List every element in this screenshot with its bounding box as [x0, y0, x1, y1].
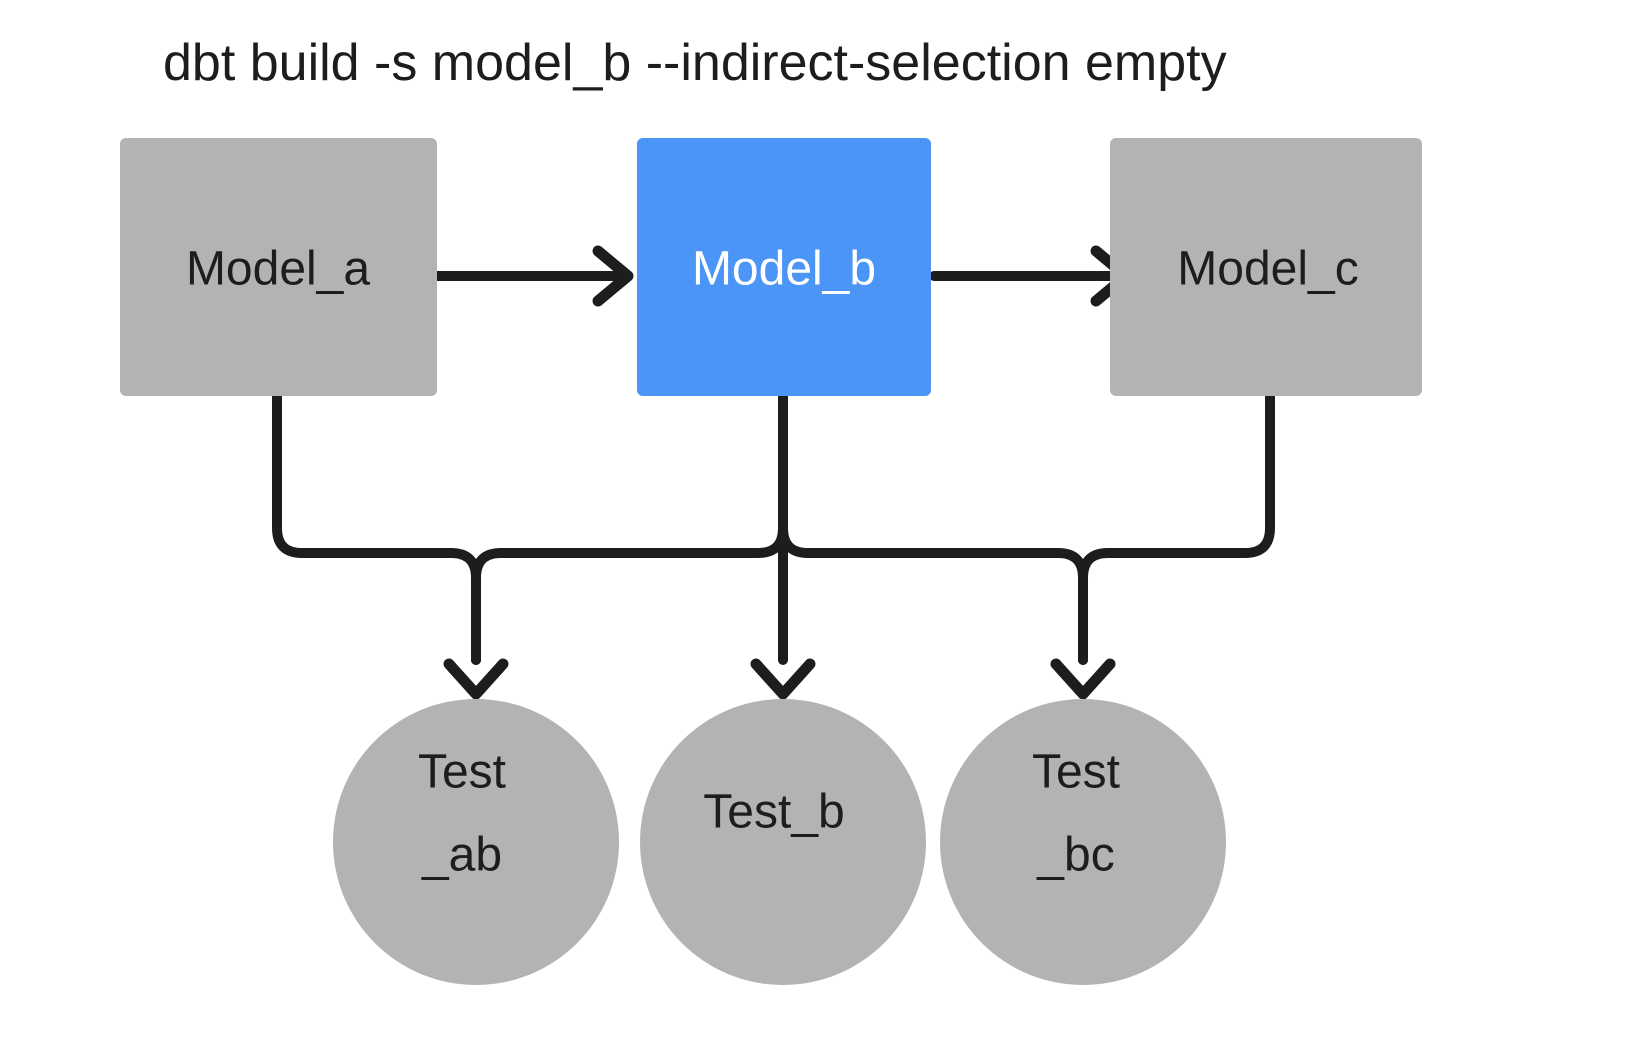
edge-model-b-to-test-ab	[471, 523, 788, 665]
arrowhead-test-bc	[1050, 658, 1116, 700]
edge-model-b-to-test-bc	[778, 523, 1088, 665]
arrowhead-test-b	[750, 658, 816, 700]
arrowhead-test-ab	[443, 658, 509, 700]
test-ab-shape[interactable]	[333, 699, 619, 985]
test-b-label-line1: Test_b	[703, 786, 844, 839]
node-test-bc[interactable]: Test _bc	[940, 699, 1226, 985]
node-test-b[interactable]: Test_b	[640, 699, 926, 985]
edge-model-a-to-test-ab	[272, 388, 481, 665]
edge-model-b-to-model-c	[929, 245, 1132, 307]
model-b-shape[interactable]	[637, 138, 931, 396]
model-c-shape[interactable]	[1110, 138, 1422, 396]
edge-model-c-to-test-bc	[1078, 388, 1275, 665]
diagram-title: dbt build -s model_b --indirect-selectio…	[163, 34, 1227, 92]
test-ab-label-line1: Test	[418, 746, 506, 799]
test-bc-label-line2: _bc	[1036, 829, 1114, 882]
node-test-ab[interactable]: Test _ab	[333, 699, 619, 985]
edge-model-a-to-model-b	[432, 245, 634, 307]
node-model-c[interactable]: Model_c	[1110, 138, 1422, 396]
node-model-a[interactable]: Model_a	[120, 138, 437, 396]
test-bc-label-line1: Test	[1032, 746, 1120, 799]
test-b-shape[interactable]	[640, 699, 926, 985]
test-ab-label-line2: _ab	[421, 829, 502, 882]
test-bc-shape[interactable]	[940, 699, 1226, 985]
model-a-label: Model_a	[186, 243, 370, 296]
node-model-b[interactable]: Model_b	[637, 138, 931, 396]
model-c-label: Model_c	[1177, 243, 1358, 296]
model-a-shape[interactable]	[120, 138, 437, 396]
model-b-label: Model_b	[692, 243, 876, 296]
